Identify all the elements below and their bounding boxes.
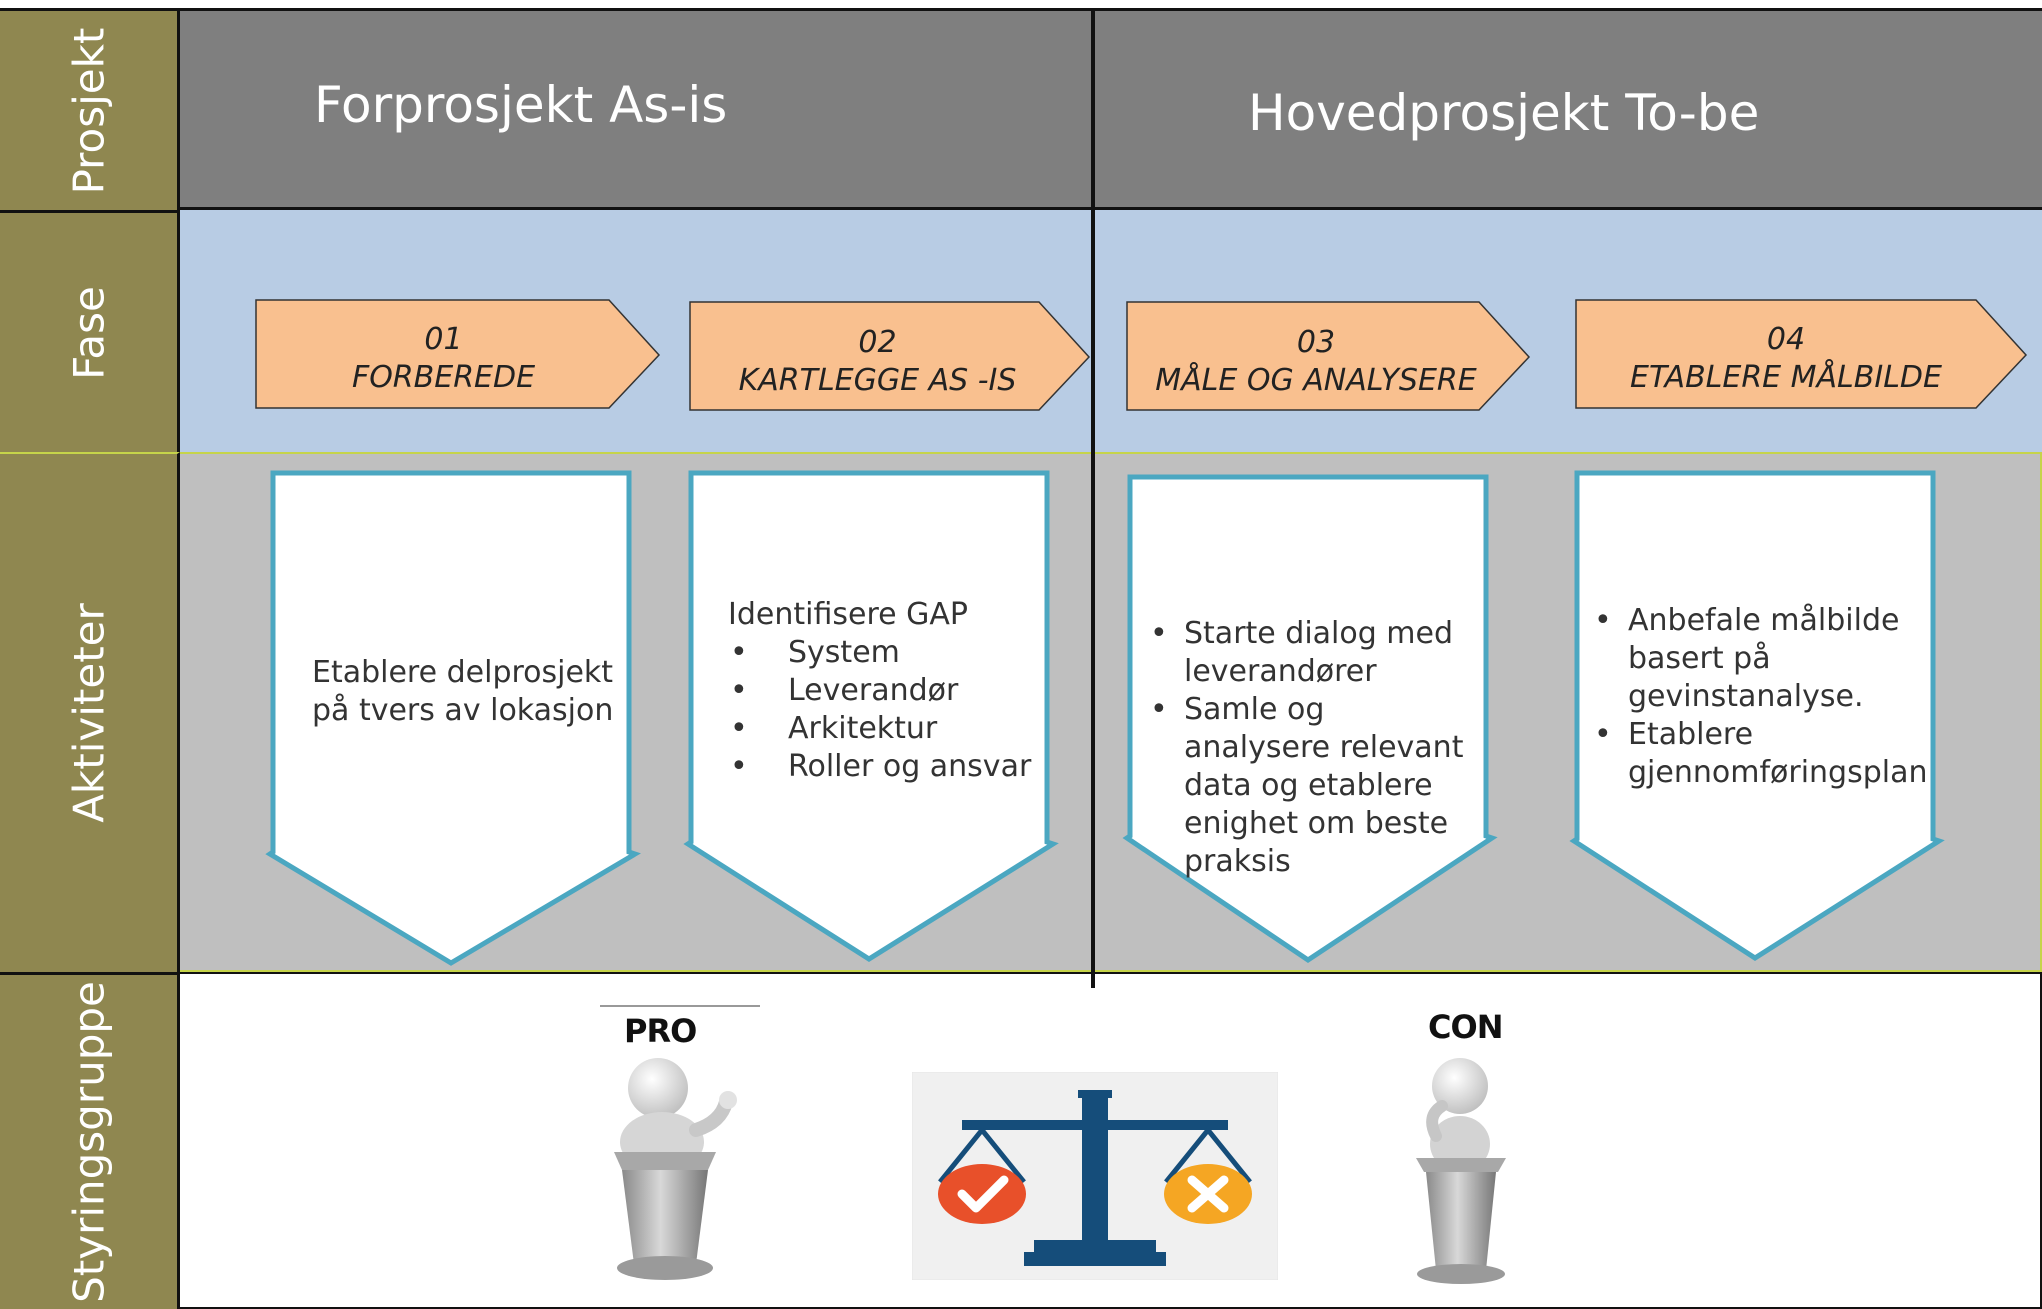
- activity-04-item: Anbefale målbilde basert på gevinstanaly…: [1592, 602, 1922, 716]
- row-label-prosjekt: Prosjekt: [0, 8, 180, 210]
- phase-01-number: 01: [424, 322, 463, 357]
- activity-02-text: Identifisere GAP System Leverandør Arkit…: [728, 596, 1058, 786]
- phase-02-name: KARTLEGGE AS -IS: [738, 363, 1017, 398]
- phase-03-name: MÅLE OG ANALYSERE: [1155, 363, 1477, 398]
- activity-04-text: Anbefale målbilde basert på gevinstanaly…: [1592, 602, 1928, 792]
- project-band: [180, 8, 2042, 210]
- activity-01-text: Etablere delprosjekt på tvers av lokasjo…: [312, 655, 614, 728]
- con-label: CON: [1428, 1008, 1503, 1046]
- check-icon: [938, 1164, 1026, 1224]
- row-label-aktiviteter-text: Aktiviteter: [64, 603, 113, 823]
- phase-arrow-04: [1575, 299, 2028, 409]
- phase-arrow-03: [1126, 301, 1531, 411]
- row-label-prosjekt-text: Prosjekt: [64, 27, 113, 194]
- phase-03-label: 03 MÅLE OG ANALYSERE: [1127, 324, 1505, 400]
- row-label-fase-text: Fase: [64, 285, 113, 380]
- activity-03-item: Starte dialog med leverandører: [1148, 615, 1478, 691]
- activity-02-item: Arkitektur: [728, 710, 1058, 748]
- activity-03-item: Samle og analysere relevant data og etab…: [1148, 691, 1478, 881]
- activity-04-list: Anbefale målbilde basert på gevinstanaly…: [1592, 602, 1928, 792]
- project-title-right: Hovedprosjekt To-be: [1248, 84, 1760, 142]
- activity-02-item: System: [728, 634, 1058, 672]
- phase-arrow-02: [689, 301, 1091, 411]
- phase-arrow-01: [255, 299, 661, 409]
- row-label-styringsgruppe-text: Styringsgruppe: [64, 981, 113, 1303]
- phase-01-name: FORBEREDE: [351, 360, 536, 395]
- phase-01-label: 01 FORBEREDE: [256, 321, 631, 397]
- phase-02-label: 02 KARTLEGGE AS -IS: [690, 324, 1065, 400]
- activity-03-text: Starte dialog med leverandører Samle og …: [1148, 615, 1478, 881]
- activity-chevron-01: [265, 470, 641, 966]
- pro-label: PRO: [624, 1012, 697, 1050]
- phase-02-number: 02: [858, 325, 897, 360]
- balance-scale-icon: [912, 1072, 1278, 1280]
- cross-icon: [1164, 1164, 1252, 1224]
- phase-04-name: ETABLERE MÅLBILDE: [1630, 360, 1942, 395]
- con-thinker-figure-icon: [1416, 1058, 1506, 1284]
- project-title-left: Forprosjekt As-is: [314, 76, 728, 134]
- row-label-aktiviteter: Aktiviteter: [0, 452, 180, 972]
- row-label-styringsgruppe: Styringsgruppe: [0, 972, 180, 1309]
- phase-03-number: 03: [1296, 325, 1336, 360]
- activity-02-item: Leverandør: [728, 672, 1058, 710]
- phase-04-label: 04 ETABLERE MÅLBILDE: [1576, 321, 1996, 397]
- activity-02-list: System Leverandør Arkitektur Roller og a…: [728, 634, 1058, 786]
- pro-presenter-figure-icon: [600, 1005, 760, 1280]
- phase-04-number: 04: [1766, 322, 1806, 357]
- activity-04-item: Etablere gjennomføringsplan: [1592, 716, 1928, 792]
- activity-02-item: Roller og ansvar: [728, 748, 1058, 786]
- activity-02-heading: Identifisere GAP: [728, 597, 968, 632]
- activity-03-list: Starte dialog med leverandører Samle og …: [1148, 615, 1478, 881]
- row-label-fase: Fase: [0, 210, 180, 452]
- section-divider: [1091, 8, 1095, 988]
